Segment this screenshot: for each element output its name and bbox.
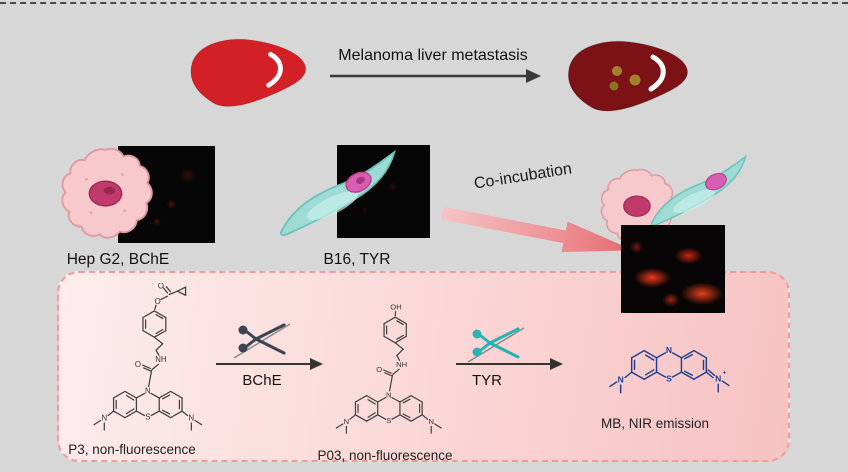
svg-text:O: O [158, 283, 164, 290]
mb-structure: N S N N + [609, 345, 730, 394]
merged-fluorescence-image [621, 225, 725, 313]
tyr-enzyme-label: TYR [472, 372, 502, 389]
p03-structure: OH NH O N S N N [335, 303, 442, 434]
svg-text:O: O [155, 297, 161, 306]
bche-scissors-icon [233, 323, 291, 359]
metastasis-arrow [330, 69, 541, 83]
svg-text:S: S [666, 374, 672, 384]
bche-reaction-arrow [216, 358, 323, 370]
coincubation-label: Co-incubation [472, 160, 574, 193]
hepg2-label: Hep G2, BChE [66, 251, 170, 268]
svg-text:N: N [386, 391, 391, 400]
tyr-scissors-icon [467, 327, 525, 363]
svg-text:N: N [666, 345, 672, 355]
svg-text:O: O [376, 365, 382, 374]
healthy-liver-icon [190, 38, 307, 107]
metastasis-dot [609, 81, 619, 91]
svg-text:S: S [145, 413, 150, 422]
svg-text:N: N [618, 374, 624, 384]
svg-text:N: N [189, 414, 195, 423]
svg-text:N: N [145, 386, 151, 395]
b16-label: B16, TYR [323, 251, 391, 268]
metastasis-arrow-label: Melanoma liver metastasis [338, 47, 528, 64]
top-dashed-border [0, 2, 848, 4]
hepg2-cell-icon [61, 147, 153, 239]
svg-text:N: N [428, 417, 433, 426]
svg-text:N: N [101, 414, 107, 423]
p3-structure: O O NH O N S N N [93, 283, 203, 431]
coincubated-cells-icon [600, 154, 747, 244]
svg-text:N: N [344, 417, 349, 426]
svg-text:OH: OH [390, 303, 401, 312]
svg-text:N: N [715, 374, 721, 384]
svg-text:+: + [723, 370, 727, 377]
metastasis-dot [629, 74, 641, 86]
b16-cell-icon [279, 149, 396, 236]
p3-caption: P3, non-fluorescence [68, 442, 196, 457]
svg-text:NH: NH [396, 360, 407, 369]
svg-text:NH: NH [155, 355, 166, 364]
metastasis-dot [612, 66, 622, 76]
mb-caption: MB, NIR emission [600, 416, 710, 431]
bche-enzyme-label: BChE [242, 372, 282, 389]
svg-text:S: S [386, 416, 391, 425]
svg-text:O: O [135, 360, 141, 369]
p03-caption: P03, non-fluorescence [317, 448, 453, 463]
metastatic-liver-icon [567, 40, 688, 112]
tyr-reaction-arrow [456, 358, 563, 370]
nucleus [88, 180, 123, 207]
